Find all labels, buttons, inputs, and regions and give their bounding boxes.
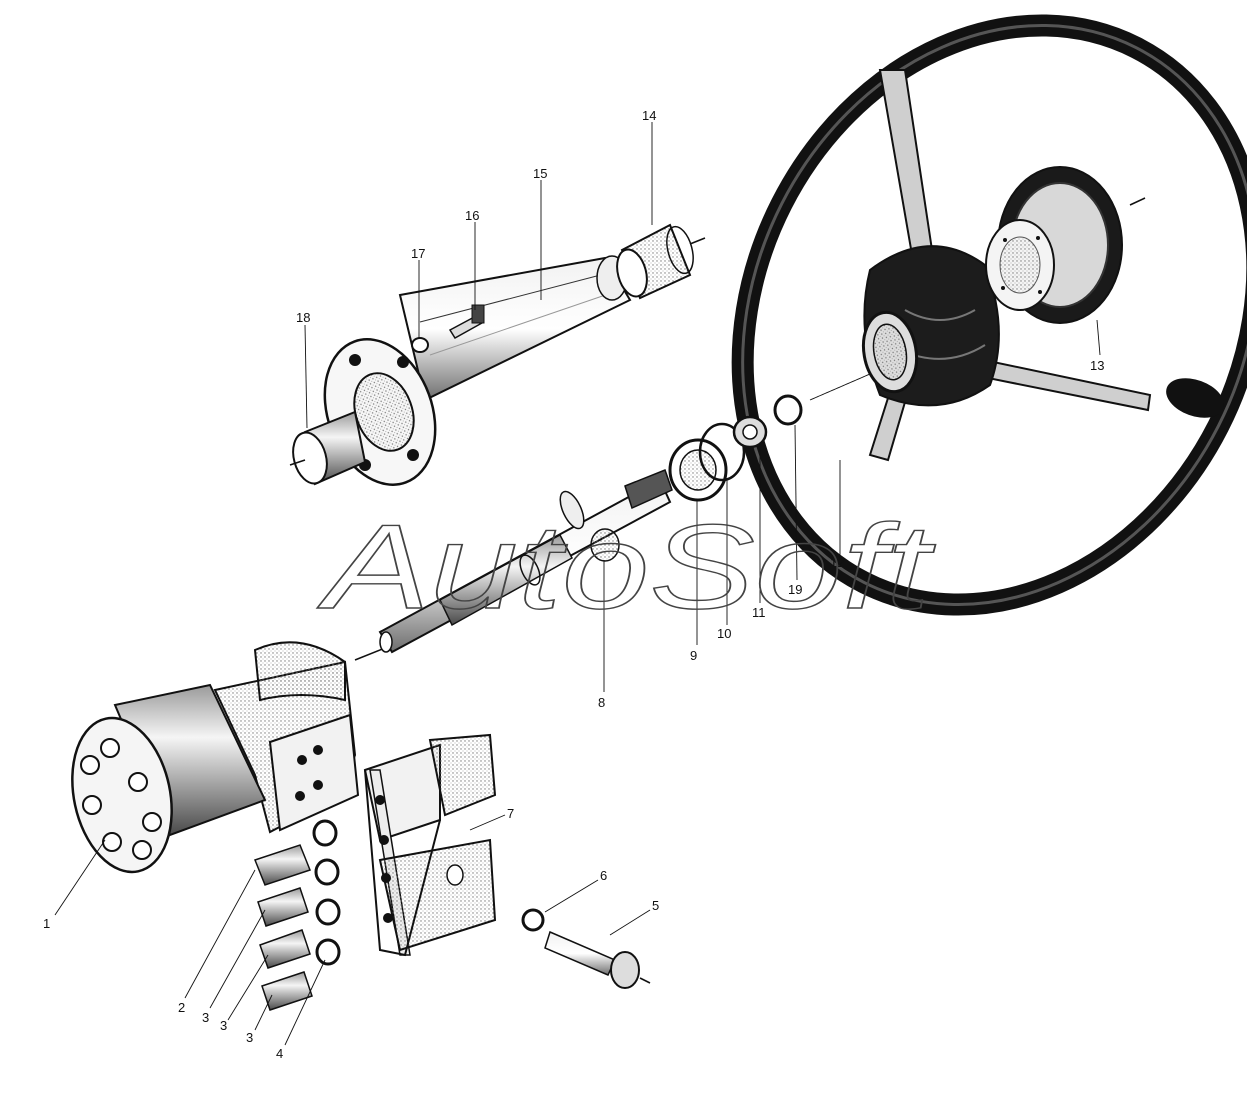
lock-washer [773,394,803,426]
callout-4: 4 [276,1046,283,1061]
steering-unit [71,641,360,874]
bolt [544,930,651,989]
callout-10: 10 [717,626,731,641]
horn-cover [985,166,1123,324]
callouts: 1 2 3 3 3 4 5 6 7 8 9 10 11 12 13 14 15 … [43,108,1104,1061]
callout-15: 15 [533,166,547,181]
callout-16: 16 [465,208,479,223]
callout-8: 8 [598,695,605,710]
steering-wheel [731,14,1247,616]
washer [521,908,545,932]
callout-3b: 3 [220,1018,227,1033]
steering-shaft [354,469,673,661]
callout-3c: 3 [246,1030,253,1045]
bearing [668,438,728,502]
retaining-ring [698,422,746,482]
leader-lines [54,122,1101,1046]
callout-11: 11 [752,605,766,620]
callout-9: 9 [690,648,697,663]
bushing [616,223,706,300]
callout-6: 6 [600,868,607,883]
fittings [254,844,313,1011]
callout-17: 17 [411,246,425,261]
nut [732,415,768,449]
callout-1: 1 [43,916,50,931]
callout-18: 18 [296,310,310,325]
manifold-block [363,733,497,957]
callout-19: 19 [788,582,802,597]
callout-14: 14 [642,108,656,123]
callout-2: 2 [178,1000,185,1015]
column-tube [289,255,632,486]
callout-13: 13 [1090,358,1104,373]
callout-3a: 3 [202,1010,209,1025]
watermark: AutoSoft [317,500,936,634]
callout-12: 12 [830,555,844,570]
callout-5: 5 [652,898,659,913]
sealing-rings [312,819,341,966]
callout-7: 7 [507,806,514,821]
